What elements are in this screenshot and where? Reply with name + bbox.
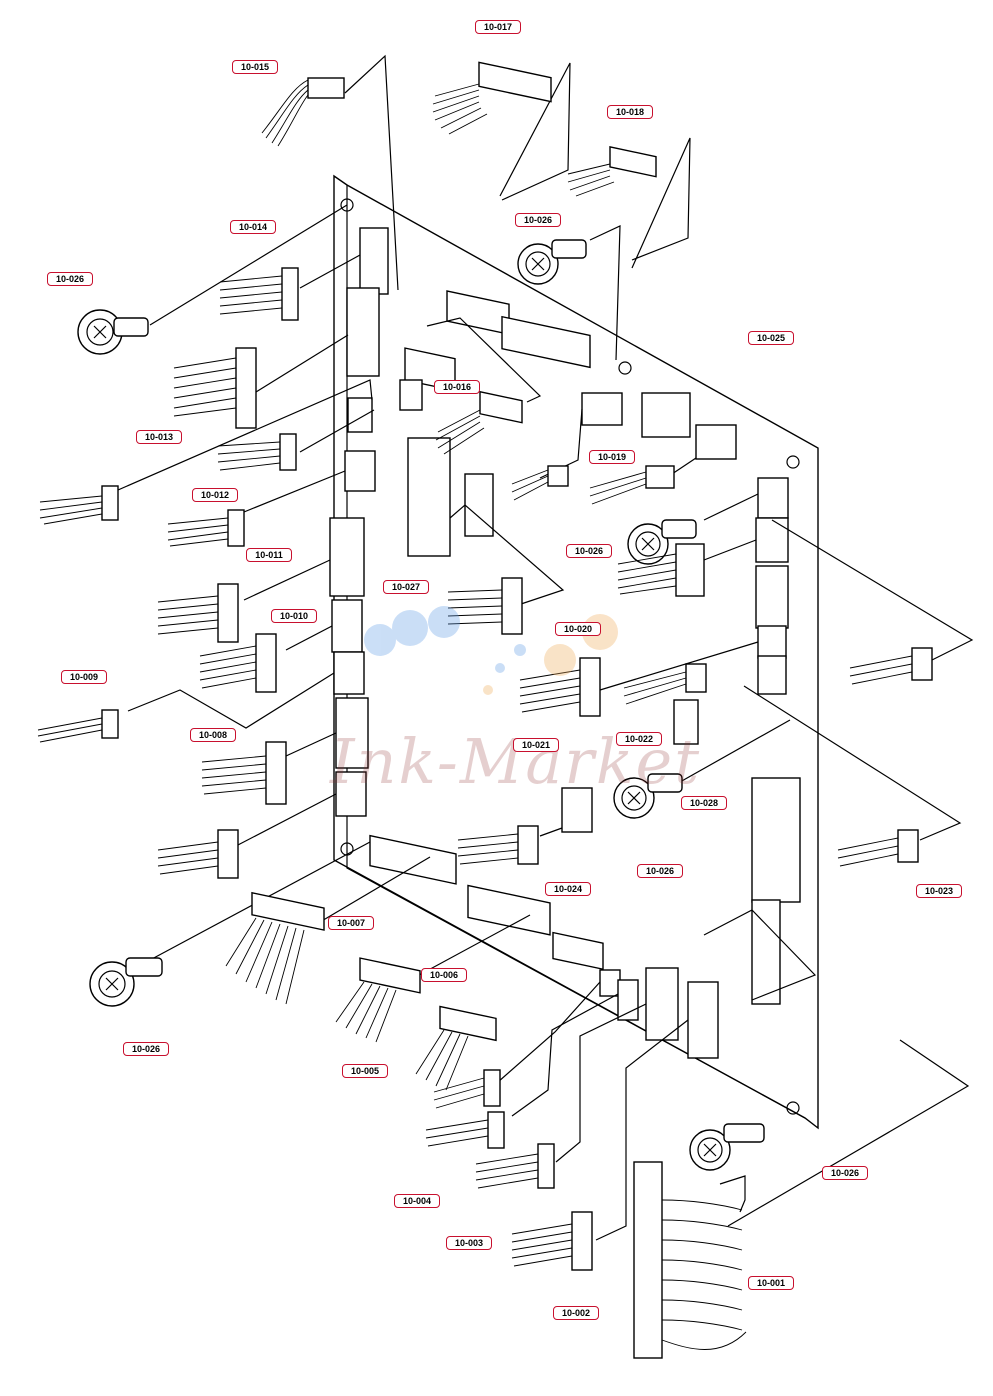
- part-label-10-011: 10-011: [246, 548, 292, 562]
- part-label-10-013: 10-013: [136, 430, 182, 444]
- cable: [589, 465, 675, 505]
- cable: [199, 633, 277, 693]
- leader-lines: [117, 54, 974, 1241]
- cable: [173, 347, 257, 429]
- screw: [77, 309, 149, 355]
- board-connectors: [329, 227, 801, 1059]
- part-label-10-012: 10-012: [192, 488, 238, 502]
- cable-plugs: [37, 61, 933, 1359]
- cable: [519, 657, 601, 717]
- part-label-10-026-f: 10-026: [822, 1166, 868, 1180]
- part-label-10-006: 10-006: [421, 968, 467, 982]
- cable: [167, 509, 245, 547]
- part-label-10-003: 10-003: [446, 1236, 492, 1250]
- part-label-10-010: 10-010: [271, 609, 317, 623]
- cable: [157, 829, 239, 879]
- cable: [435, 390, 523, 455]
- part-label-10-004: 10-004: [394, 1194, 440, 1208]
- part-label-10-024: 10-024: [545, 882, 591, 896]
- screw-group: [77, 239, 765, 1171]
- cable: [849, 647, 933, 685]
- cable: [217, 433, 297, 471]
- screw: [627, 519, 697, 565]
- cable: [415, 1005, 497, 1091]
- part-label-10-025: 10-025: [748, 331, 794, 345]
- cable: [37, 709, 119, 743]
- part-label-10-001: 10-001: [748, 1276, 794, 1290]
- part-label-10-026-e: 10-026: [123, 1042, 169, 1056]
- screw: [517, 239, 587, 285]
- cable: [225, 891, 325, 1005]
- cable: [261, 77, 345, 147]
- circuit-board: [333, 174, 819, 1130]
- part-label-10-009: 10-009: [61, 670, 107, 684]
- cable: [511, 1211, 593, 1271]
- cable: [433, 1069, 501, 1109]
- cable: [157, 583, 239, 643]
- cable: [335, 957, 421, 1043]
- part-label-10-023: 10-023: [916, 884, 962, 898]
- part-label-10-026-a: 10-026: [47, 272, 93, 286]
- part-label-10-021: 10-021: [513, 738, 559, 752]
- cable: [837, 829, 919, 867]
- part-label-10-026-d: 10-026: [637, 864, 683, 878]
- screw: [89, 957, 163, 1007]
- cable: [475, 1143, 555, 1189]
- cable: [39, 485, 119, 525]
- part-label-10-017: 10-017: [475, 20, 521, 34]
- cable: [567, 146, 657, 197]
- ribbon-cable: [633, 1161, 747, 1359]
- part-label-10-019: 10-019: [589, 450, 635, 464]
- part-label-10-007: 10-007: [328, 916, 374, 930]
- part-label-10-026-c: 10-026: [566, 544, 612, 558]
- part-label-10-005: 10-005: [342, 1064, 388, 1078]
- cable: [432, 61, 552, 135]
- screw: [613, 773, 683, 819]
- part-label-10-027: 10-027: [383, 580, 429, 594]
- cable: [219, 267, 299, 321]
- cable: [201, 741, 287, 805]
- part-label-10-028: 10-028: [681, 796, 727, 810]
- cable: [457, 825, 539, 865]
- part-label-10-020: 10-020: [555, 622, 601, 636]
- part-label-10-018: 10-018: [607, 105, 653, 119]
- cable: [617, 543, 705, 597]
- cable: [511, 465, 569, 501]
- part-label-10-002: 10-002: [553, 1306, 599, 1320]
- part-label-10-015: 10-015: [232, 60, 278, 74]
- screw: [689, 1123, 765, 1171]
- part-label-10-014: 10-014: [230, 220, 276, 234]
- cable: [447, 577, 523, 635]
- part-label-10-022: 10-022: [616, 732, 662, 746]
- part-label-10-016: 10-016: [434, 380, 480, 394]
- part-label-10-008: 10-008: [190, 728, 236, 742]
- part-label-10-026-b: 10-026: [515, 213, 561, 227]
- cable: [623, 663, 707, 705]
- cable: [425, 1111, 505, 1149]
